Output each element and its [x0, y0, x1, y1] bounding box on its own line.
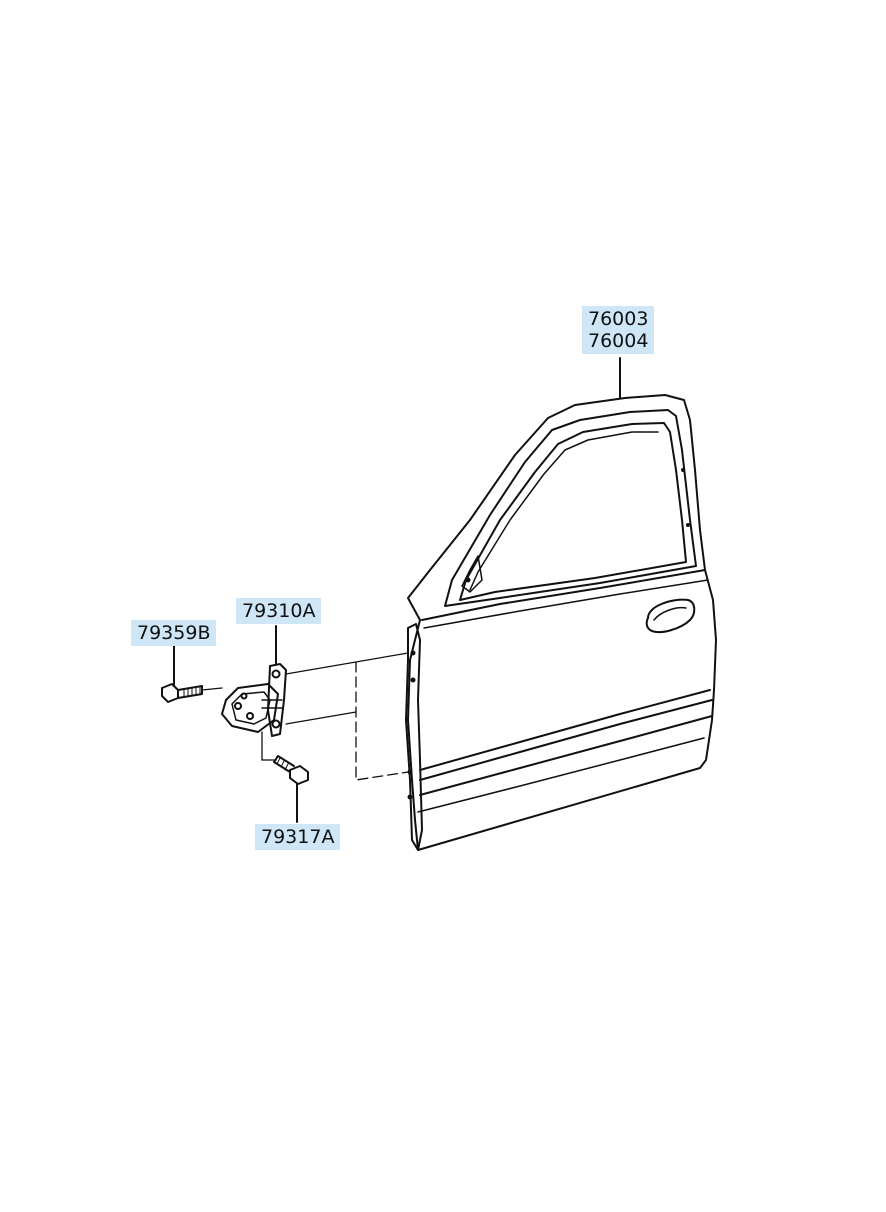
frame-hole: [681, 468, 685, 472]
belt-line: [421, 569, 706, 621]
hinge-to-door-line-lower: [285, 711, 357, 725]
hinge-mount-hole: [410, 650, 416, 656]
label-door-panel[interactable]: 76003 76004: [582, 306, 655, 354]
hinge-hole: [234, 702, 242, 710]
hinge-mount-hole: [407, 769, 413, 775]
hinge-hole: [240, 692, 248, 700]
side-moulding-mid: [419, 699, 713, 781]
window-opening: [459, 422, 687, 601]
bolt-upper-head: [161, 683, 179, 703]
door-outer-outline: [407, 394, 717, 851]
label-door-panel-line-2: 76004: [588, 330, 649, 352]
hinge-pin-bottom: [271, 719, 281, 729]
front-door-panel: [405, 394, 717, 851]
assembly-lines: [201, 652, 409, 781]
bolt-upper-alignment-line: [201, 687, 223, 691]
hinge-knuckle: [261, 699, 283, 709]
window-corner-hole: [465, 577, 471, 583]
bolt-lower-shank: [273, 755, 295, 773]
hinge-mount-hole: [410, 677, 416, 683]
label-bolt-lower[interactable]: 79317A: [255, 824, 341, 850]
bolt-lower: [273, 755, 309, 785]
side-moulding-bottom: [419, 715, 713, 796]
alignment-bracket: [355, 661, 409, 781]
bolt-lower-head: [289, 765, 309, 785]
side-moulding-top: [419, 689, 711, 771]
door-hinge: [221, 663, 287, 737]
front-flange: [405, 623, 423, 851]
bolt-upper: [161, 683, 203, 703]
door-handle-inner: [653, 606, 687, 621]
bolt-upper-shank: [177, 685, 203, 699]
belt-line-lower: [423, 579, 709, 629]
door-handle-recess: [645, 598, 696, 634]
label-hinge[interactable]: 79310A: [236, 598, 322, 624]
bolt-upper-thread: [183, 686, 201, 698]
hinge-hole: [246, 712, 254, 720]
hinge-door-leaf: [267, 663, 287, 737]
lower-panel-crease: [417, 737, 705, 813]
hinge-mount-hole: [407, 794, 413, 800]
window-frame-outer: [444, 409, 697, 607]
window-corner-bracket: [461, 555, 483, 593]
bolt-lower-thread: [276, 757, 289, 771]
hinge-to-door-line-upper: [285, 652, 409, 675]
frame-hole: [686, 523, 690, 527]
window-frame-lip: [469, 431, 659, 591]
label-door-panel-line-1: 76003: [588, 308, 649, 330]
label-bolt-upper[interactable]: 79359B: [131, 620, 217, 646]
hinge-pin-top: [271, 669, 281, 679]
